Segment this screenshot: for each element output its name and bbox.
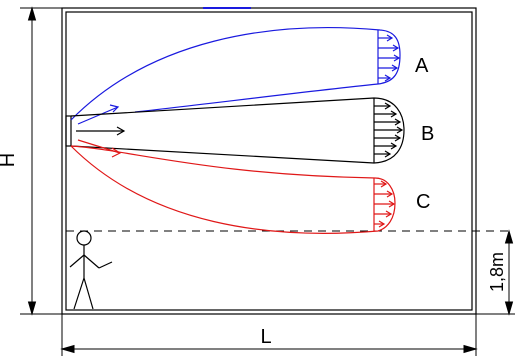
jet-c-envelope — [70, 145, 396, 234]
height-dimension — [20, 6, 62, 316]
jet-b-velocity-arrows — [374, 102, 404, 158]
height-label: H — [0, 153, 19, 167]
room-walls — [61, 7, 477, 315]
supply-diffuser — [65, 115, 72, 147]
jet-a-velocity-arrows — [378, 34, 401, 82]
jet-c-label: C — [416, 191, 430, 213]
jet-c — [70, 139, 396, 234]
jet-c-velocity-arrows — [374, 180, 396, 228]
jet-a-label: A — [415, 55, 429, 77]
occupied-zone-height-label: 1,8m — [487, 252, 507, 292]
outer-wall — [61, 7, 477, 315]
jet-b-start-arrowhead — [116, 126, 126, 136]
inner-wall — [65, 11, 473, 311]
jet-a — [70, 27, 401, 125]
jet-c-start-arrowhead — [111, 147, 122, 158]
jet-b-envelope — [70, 97, 405, 164]
jet-a-start-arrow — [77, 106, 119, 125]
jet-b — [70, 97, 405, 164]
jet-c-start-arrow — [77, 139, 121, 154]
jet-a-envelope — [70, 27, 401, 121]
length-dimension — [60, 314, 478, 356]
jet-a-start-arrowhead — [109, 104, 120, 113]
stick-figure-icon — [69, 230, 113, 310]
occupied-zone-dimension — [476, 229, 515, 316]
jet-b-label: B — [421, 123, 434, 145]
length-label: L — [260, 326, 271, 348]
